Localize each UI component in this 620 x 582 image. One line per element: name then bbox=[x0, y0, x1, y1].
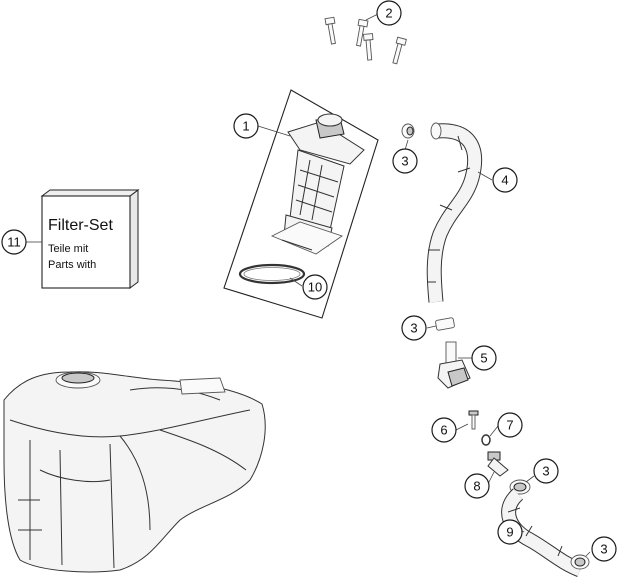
callout-3b: 3 bbox=[401, 315, 427, 341]
small-screw bbox=[468, 410, 479, 430]
filter-set-title: Filter-Set bbox=[48, 217, 113, 234]
callout-10: 10 bbox=[302, 274, 328, 300]
mounting-bolts bbox=[324, 16, 407, 65]
quick-connector bbox=[437, 341, 471, 389]
callout-1-label: 1 bbox=[242, 119, 249, 134]
hose-fitting bbox=[487, 451, 509, 477]
fuel-pump-assembly bbox=[270, 113, 365, 255]
filter-set-line1: Teile mit bbox=[48, 243, 88, 255]
fuel-hose-upper bbox=[426, 122, 483, 303]
callout-8: 8 bbox=[464, 473, 490, 499]
callout-9-label: 9 bbox=[506, 525, 513, 540]
hose-clamp-lower bbox=[509, 479, 531, 495]
callout-6: 6 bbox=[431, 417, 457, 443]
callout-3c: 3 bbox=[533, 458, 559, 484]
hose-clamp-top bbox=[401, 123, 415, 139]
callout-2-label: 2 bbox=[385, 6, 392, 21]
fuel-pump-o-ring bbox=[238, 263, 306, 285]
callout-8-label: 8 bbox=[473, 479, 480, 494]
callout-9: 9 bbox=[497, 519, 523, 545]
hose-clamp-end bbox=[570, 554, 590, 570]
callout-3a: 3 bbox=[392, 148, 418, 174]
callout-4-label: 4 bbox=[501, 173, 508, 188]
fuel-hose-lower bbox=[501, 488, 583, 577]
callout-6-label: 6 bbox=[440, 423, 447, 438]
callout-11-label: 11 bbox=[7, 235, 21, 250]
hose-clamp-middle bbox=[435, 317, 455, 331]
callout-3c-label: 3 bbox=[542, 464, 549, 479]
callout-3d-label: 3 bbox=[600, 542, 607, 557]
callout-5-label: 5 bbox=[480, 351, 487, 366]
callout-10-label: 10 bbox=[308, 280, 322, 295]
callout-2: 2 bbox=[376, 0, 402, 26]
callout-3b-label: 3 bbox=[410, 321, 417, 336]
callout-3a-label: 3 bbox=[401, 154, 408, 169]
callout-7-label: 7 bbox=[506, 418, 513, 433]
callout-1: 1 bbox=[233, 113, 259, 139]
callout-4: 4 bbox=[492, 167, 518, 193]
filter-set-box: Filter-Set Teile mit Parts with bbox=[40, 189, 140, 289]
callout-3d: 3 bbox=[591, 536, 617, 562]
filter-set-line2: Parts with bbox=[48, 259, 96, 271]
callout-11: 11 bbox=[1, 229, 27, 255]
callout-5: 5 bbox=[471, 345, 497, 371]
fuel-tank bbox=[3, 371, 266, 573]
small-o-ring bbox=[481, 434, 491, 446]
callout-7: 7 bbox=[497, 412, 523, 438]
